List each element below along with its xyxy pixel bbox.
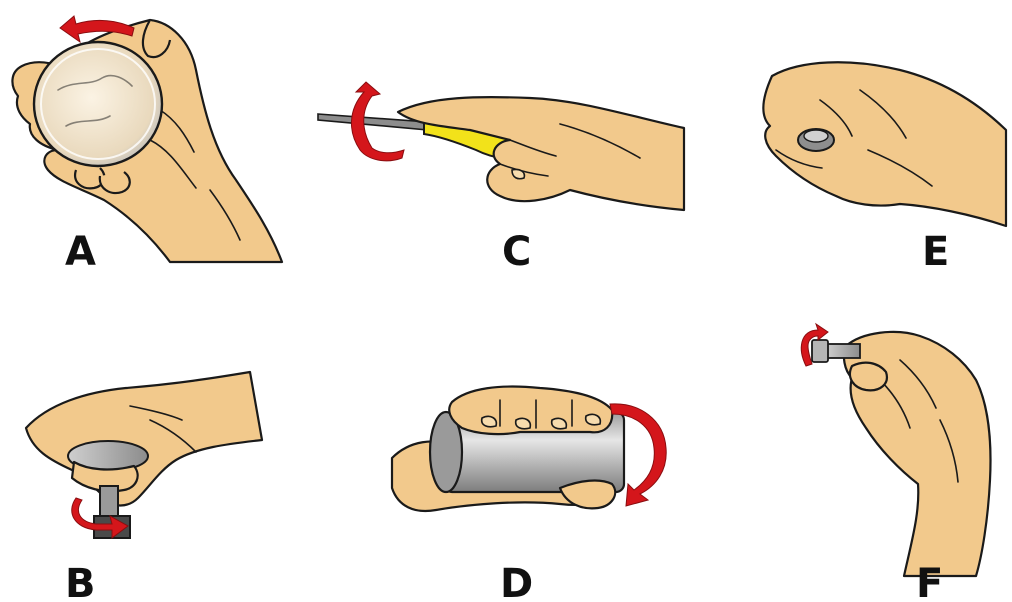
thumb-f (850, 363, 887, 391)
panel-d: D (392, 387, 666, 602)
panel-label-e: E (922, 229, 949, 275)
panel-label-a: A (65, 229, 96, 275)
panel-label-d: D (500, 561, 533, 602)
panel-a: A (12, 16, 282, 275)
small-bolt-head (812, 340, 828, 362)
hand-b-illustration (26, 372, 262, 506)
panel-label-c: C (502, 229, 531, 275)
panel-c: C (318, 82, 684, 275)
small-disc-top (804, 130, 828, 142)
panel-f: F (801, 324, 990, 602)
hand-c-illustration (398, 97, 684, 210)
panel-b: B (26, 372, 262, 602)
panel-label-b: B (65, 561, 96, 602)
hand-d-fingers (449, 387, 612, 435)
jar-lid (34, 42, 162, 166)
key-shaft (100, 486, 118, 516)
small-bolt-shaft (826, 344, 860, 358)
panel-label-f: F (916, 561, 943, 602)
panel-e: E (763, 62, 1006, 275)
